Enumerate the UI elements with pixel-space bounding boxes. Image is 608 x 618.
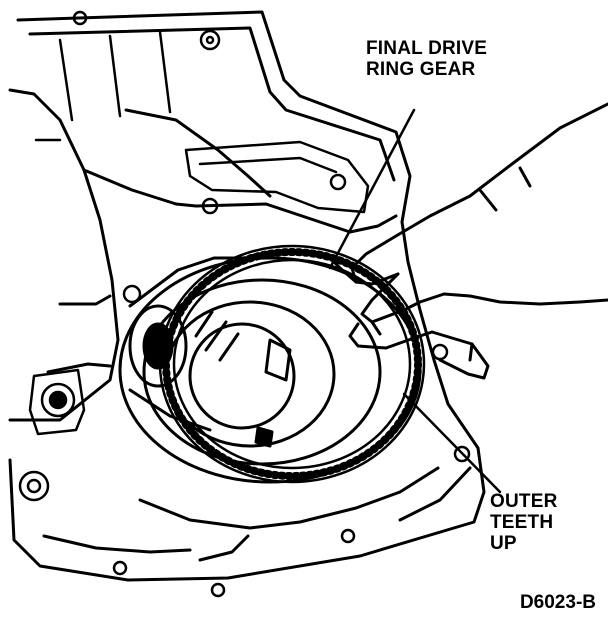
outer-teeth-leader bbox=[402, 392, 502, 494]
outer-teeth-label-line1: OUTER bbox=[490, 491, 558, 512]
transaxle-case bbox=[8, 10, 486, 582]
bolt-holes bbox=[18, 10, 471, 598]
ring-gear-label-line2: RING GEAR bbox=[366, 59, 476, 80]
case-ribs bbox=[34, 30, 370, 214]
final-drive-ring-gear-label: FINAL DRIVE RING GEAR bbox=[366, 38, 487, 80]
figure-code: D6023-B bbox=[519, 592, 596, 613]
outer-teeth-up-label: OUTER TEETH UP bbox=[490, 491, 558, 554]
outer-teeth-label-line3: UP bbox=[490, 533, 517, 554]
final-drive-ring-gear bbox=[158, 244, 426, 484]
leader-lines bbox=[328, 108, 502, 494]
hand bbox=[328, 102, 608, 380]
ring-gear-label-line1: FINAL DRIVE bbox=[366, 38, 488, 59]
side-fitting bbox=[28, 368, 86, 436]
ring-gear-leader bbox=[328, 108, 416, 270]
outer-teeth-label-line2: TEETH bbox=[490, 512, 554, 533]
